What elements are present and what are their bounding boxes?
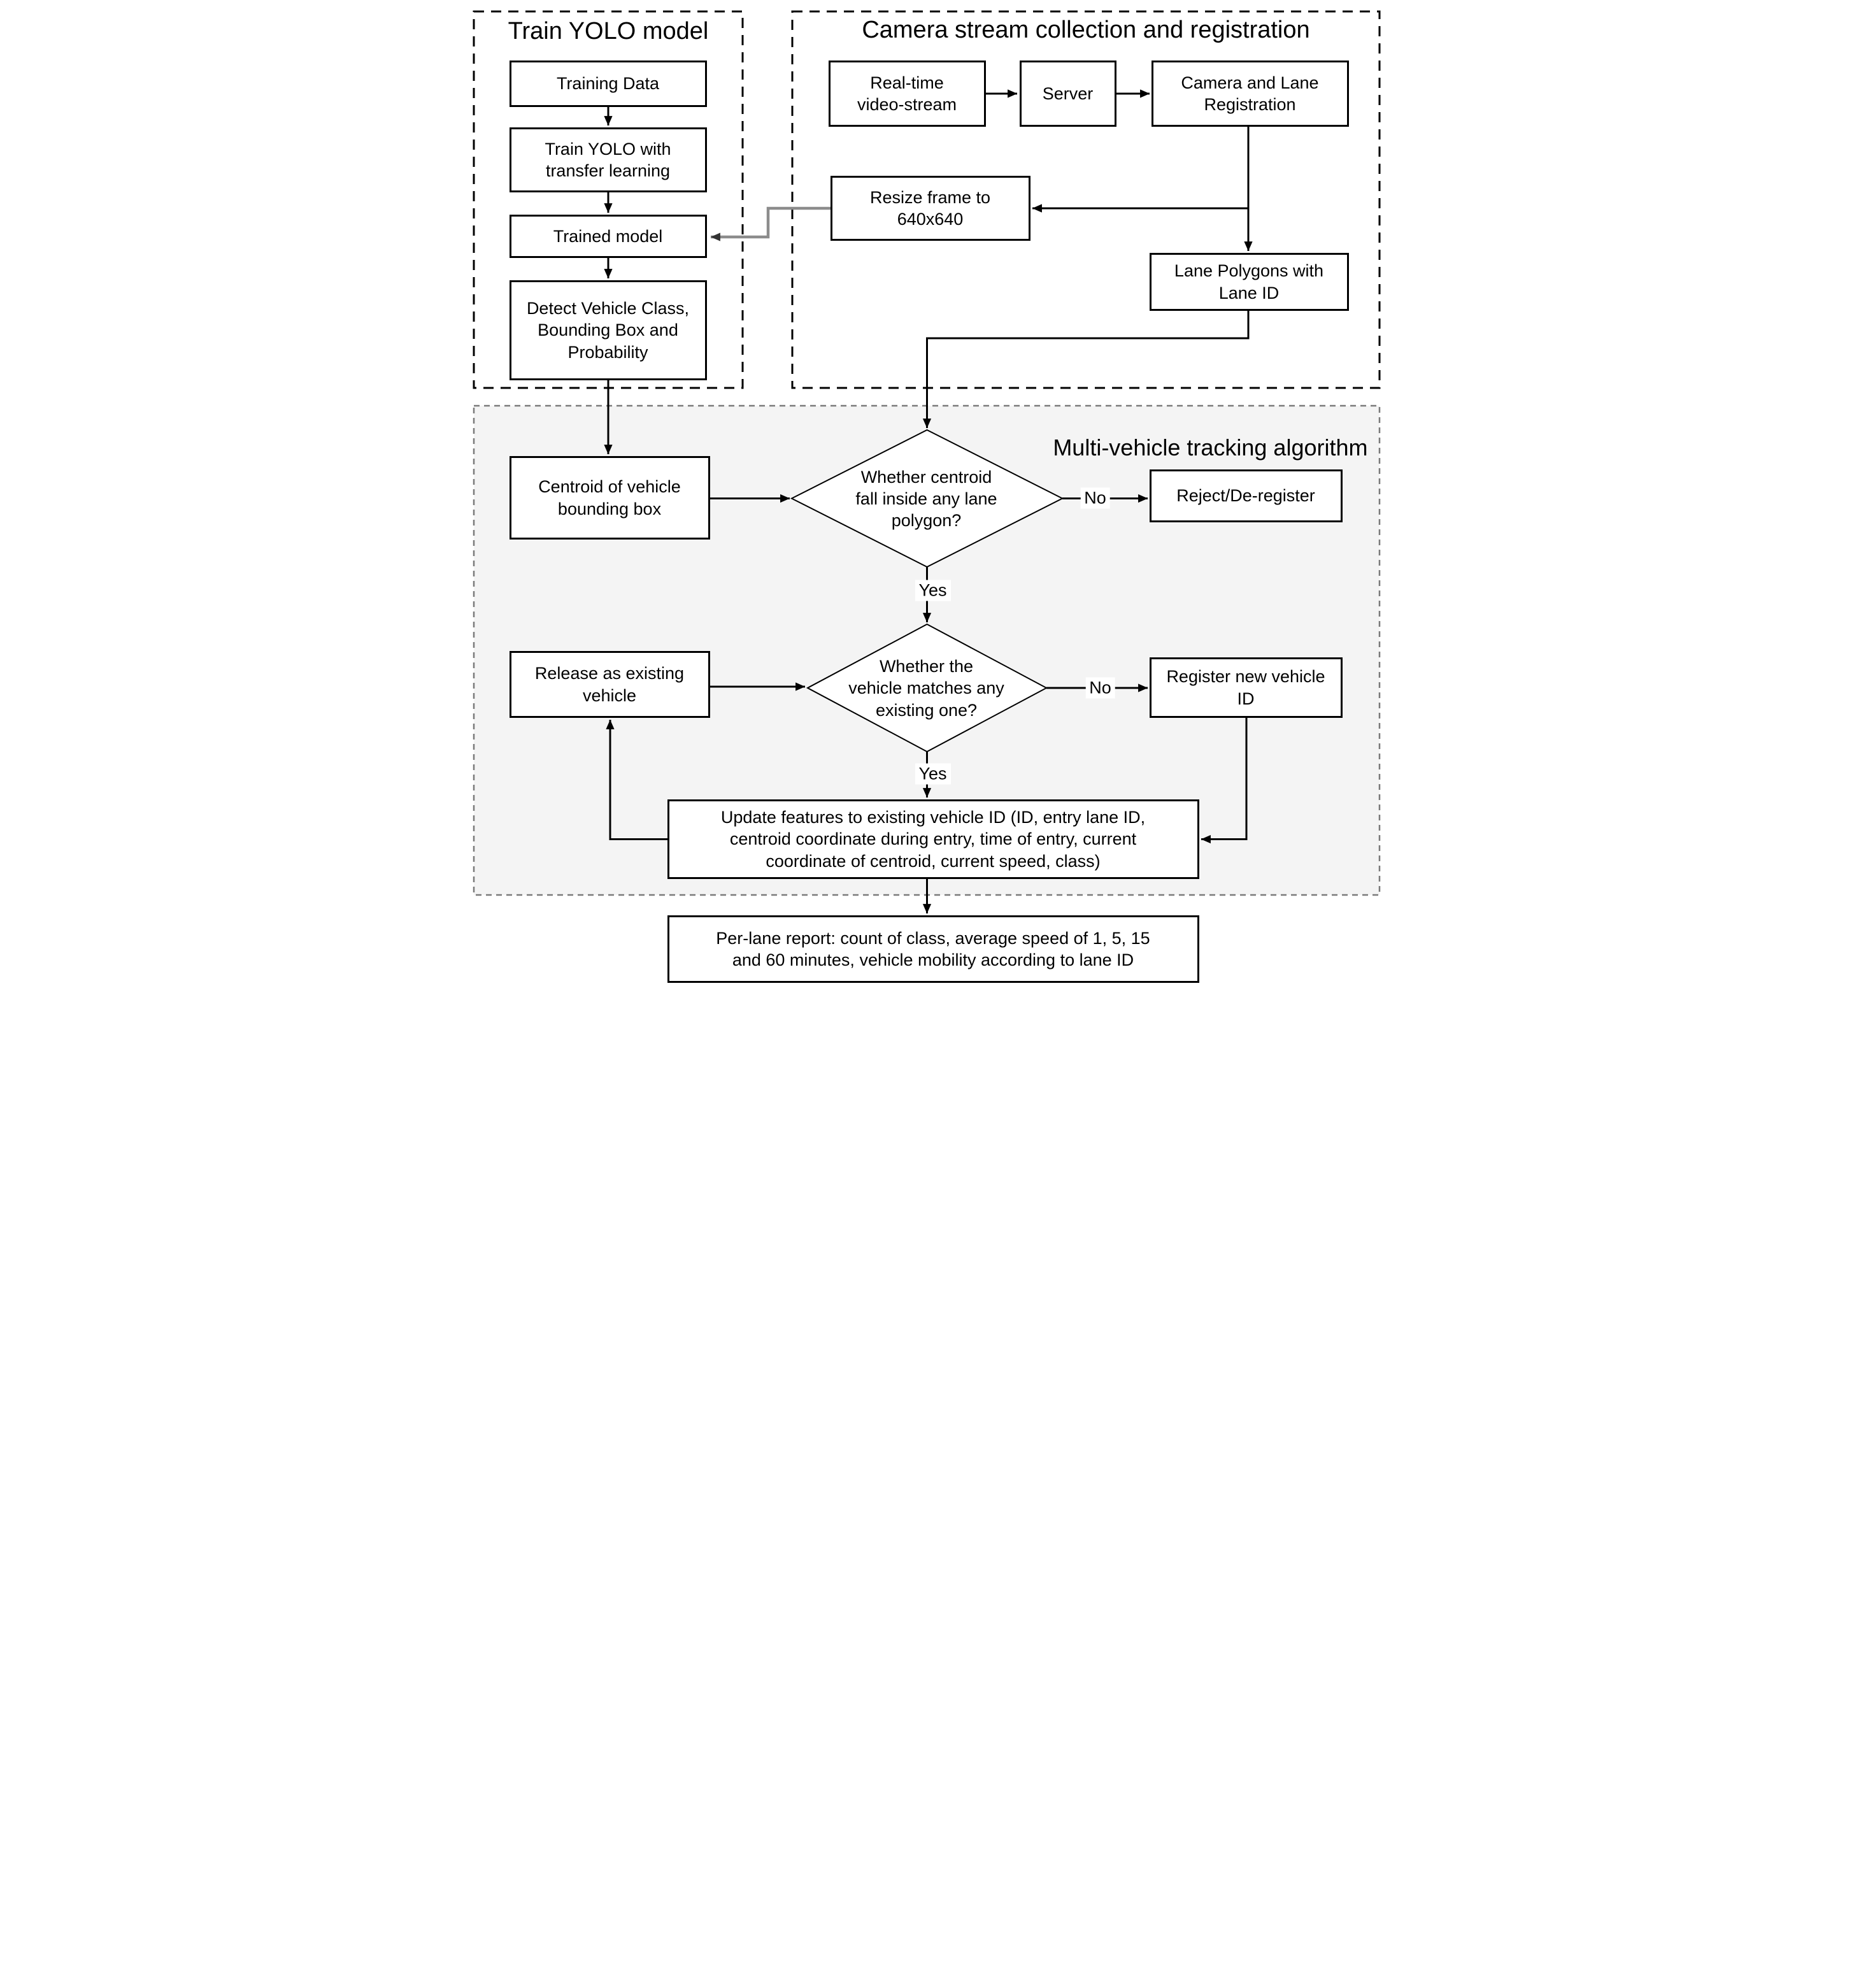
edge-label-lane-no: No bbox=[1080, 487, 1110, 509]
edge-label-match-no: No bbox=[1085, 677, 1115, 699]
edge-update-to-release bbox=[605, 719, 667, 840]
node-trained-model: Trained model bbox=[509, 215, 707, 258]
section-title-tracking: Multi-vehicle tracking algorithm bbox=[1053, 434, 1368, 461]
decision-lane-diamond bbox=[790, 429, 1064, 568]
node-server: Server bbox=[1019, 61, 1116, 127]
node-training-data: Training Data bbox=[509, 61, 707, 107]
flowchart-canvas: Train YOLO model Camera stream collectio… bbox=[463, 0, 1391, 994]
edge-register-to-update bbox=[1201, 718, 1247, 844]
edge-label-lane-yes: Yes bbox=[915, 580, 951, 601]
edge-resize-to-trainedmodel bbox=[710, 206, 831, 241]
edge-lanepolygons-to-decision-lane bbox=[922, 311, 1249, 429]
section-camera-stream bbox=[791, 10, 1380, 389]
node-per-lane-report: Per-lane report: count of class, average… bbox=[667, 915, 1199, 983]
section-title-camera-stream: Camera stream collection and registratio… bbox=[862, 17, 1310, 43]
decision-match-diamond bbox=[806, 623, 1048, 753]
node-update-features: Update features to existing vehicle ID (… bbox=[667, 799, 1199, 879]
node-reject-deregister: Reject/De-register bbox=[1149, 469, 1343, 522]
edge-label-match-yes: Yes bbox=[915, 763, 951, 785]
section-title-train-yolo: Train YOLO model bbox=[508, 18, 709, 45]
